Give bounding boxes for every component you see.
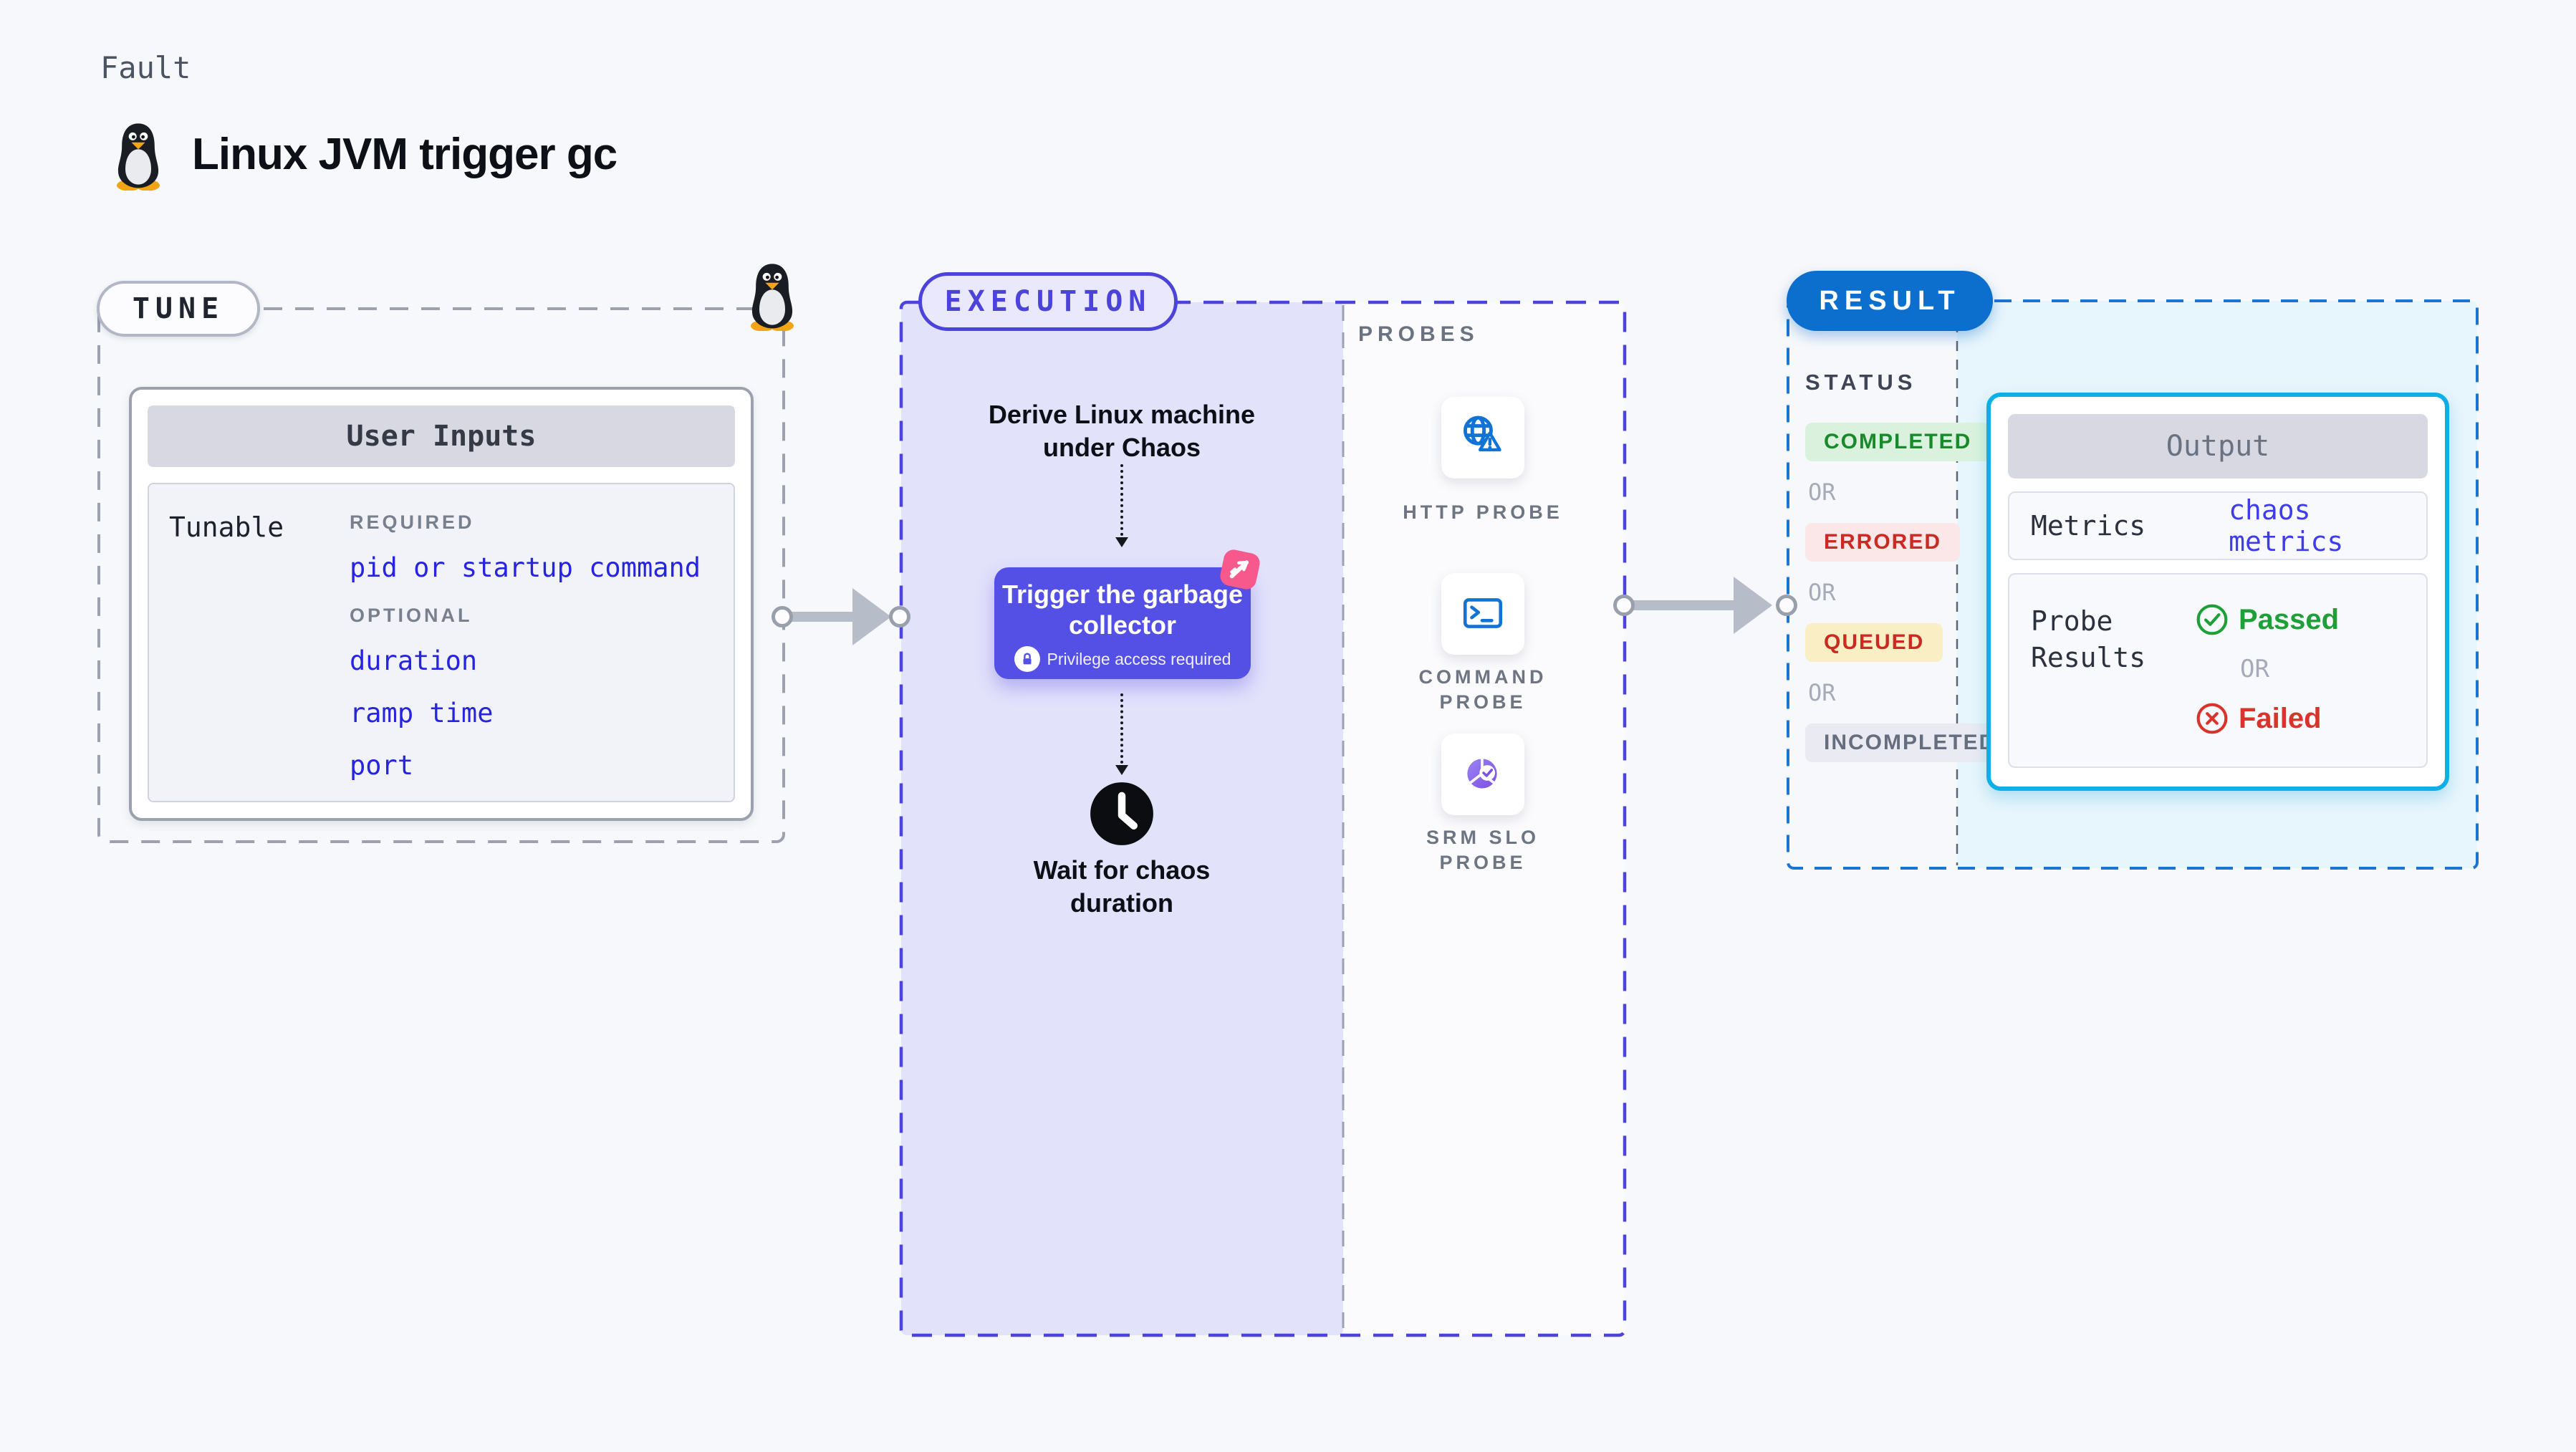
connector-port-icon [1613, 595, 1635, 616]
step-wait-duration: Wait for chaos duration [1033, 855, 1211, 918]
probe-label: COMMAND PROBE [1418, 666, 1547, 713]
metrics-row: Metrics chaos metrics [2008, 491, 2428, 560]
probe-card-command [1441, 573, 1524, 655]
or-separator: OR [2240, 655, 2269, 683]
x-circle-icon [2196, 703, 2228, 734]
probe-results-label: Probe Results [2031, 605, 2146, 674]
status-badge-queued: QUEUED [1805, 623, 1943, 662]
status-badge-errored: ERRORED [1805, 523, 1961, 562]
connector-line [1633, 600, 1737, 610]
clock-icon [1090, 782, 1153, 845]
optional-group-label: OPTIONAL [350, 605, 473, 626]
category-label: Fault [100, 50, 191, 85]
probes-section-label: PROBES [1358, 322, 1479, 346]
tunable-item: port [350, 750, 414, 781]
tunable-item: duration [350, 645, 478, 676]
step-derive-machine: Derive Linux machine under Chaos [988, 400, 1256, 463]
status-title: STATUS [1805, 370, 1917, 395]
required-group-label: REQUIRED [350, 511, 475, 533]
or-separator: OR [1808, 479, 1836, 506]
user-inputs-title: User Inputs [148, 405, 735, 467]
probe-results-row: Probe Results Passed OR Failed [2008, 573, 2428, 768]
tux-penguin-icon [751, 264, 794, 331]
metrics-label: Metrics [2031, 510, 2146, 542]
tune-dashed-region [97, 307, 785, 843]
probe-label: HTTP PROBE [1403, 501, 1563, 523]
connector-arrowhead-icon [1734, 577, 1772, 634]
output-title: Output [2008, 414, 2428, 479]
chaos-logo-icon [1220, 549, 1260, 590]
execution-badge: EXECUTION [918, 272, 1178, 331]
user-inputs-card: User Inputs Tunable REQUIRED pid or star… [129, 387, 754, 821]
page-title: Linux JVM trigger gc [192, 130, 617, 179]
flow-connector [1120, 693, 1123, 764]
flow-connector [1120, 464, 1123, 536]
trigger-title: Trigger the garbage collector [1001, 580, 1244, 640]
tunable-item: pid or startup command [350, 552, 701, 583]
probe-label: SRM SLO PROBE [1426, 827, 1539, 874]
tunable-item: ramp time [350, 698, 494, 729]
connector-port-icon [889, 606, 910, 628]
tunable-values: REQUIRED pid or startup command OPTIONAL… [350, 511, 701, 801]
check-circle-icon [2196, 604, 2228, 635]
or-separator: OR [1808, 579, 1836, 606]
probe-card-srm-slo [1441, 734, 1524, 815]
chaos-metrics-link[interactable]: chaos metrics [2229, 494, 2344, 557]
privilege-note-text: Privilege access required [1047, 649, 1231, 668]
passed-label: Passed [2239, 603, 2340, 635]
connector-line [791, 612, 857, 622]
output-card: Output Metrics chaos metrics Probe Resul… [1986, 393, 2449, 791]
tune-badge: TUNE [97, 281, 260, 337]
tunable-row-label: Tunable [169, 511, 284, 543]
globe-alert-icon [1463, 415, 1501, 452]
down-arrowhead-icon [1115, 537, 1128, 547]
tunable-table: Tunable REQUIRED pid or startup command … [148, 483, 735, 802]
terminal-icon [1463, 598, 1503, 628]
lock-icon [1014, 646, 1040, 673]
down-arrowhead-icon [1115, 765, 1128, 775]
status-column: STATUS COMPLETED OR ERRORED OR QUEUED OR… [1805, 370, 2015, 779]
trigger-gc-node: Trigger the garbage collector Privilege … [994, 567, 1251, 679]
connector-arrowhead-icon [852, 588, 891, 645]
status-badge-incompleted: INCOMPLETED [1805, 723, 2015, 762]
failed-label: Failed [2239, 702, 2322, 734]
probe-card-http [1441, 397, 1524, 479]
probe-results-values: Passed OR Failed [2196, 603, 2339, 766]
result-badge: RESULT [1787, 271, 1993, 331]
tux-penguin-icon [117, 123, 160, 191]
status-badge-completed: COMPLETED [1805, 423, 1991, 461]
privilege-note: Privilege access required [994, 646, 1251, 673]
or-separator: OR [1808, 679, 1836, 706]
connector-port-icon [772, 606, 793, 628]
connector-port-icon [1776, 595, 1797, 616]
slo-donut-check-icon [1467, 757, 1497, 789]
